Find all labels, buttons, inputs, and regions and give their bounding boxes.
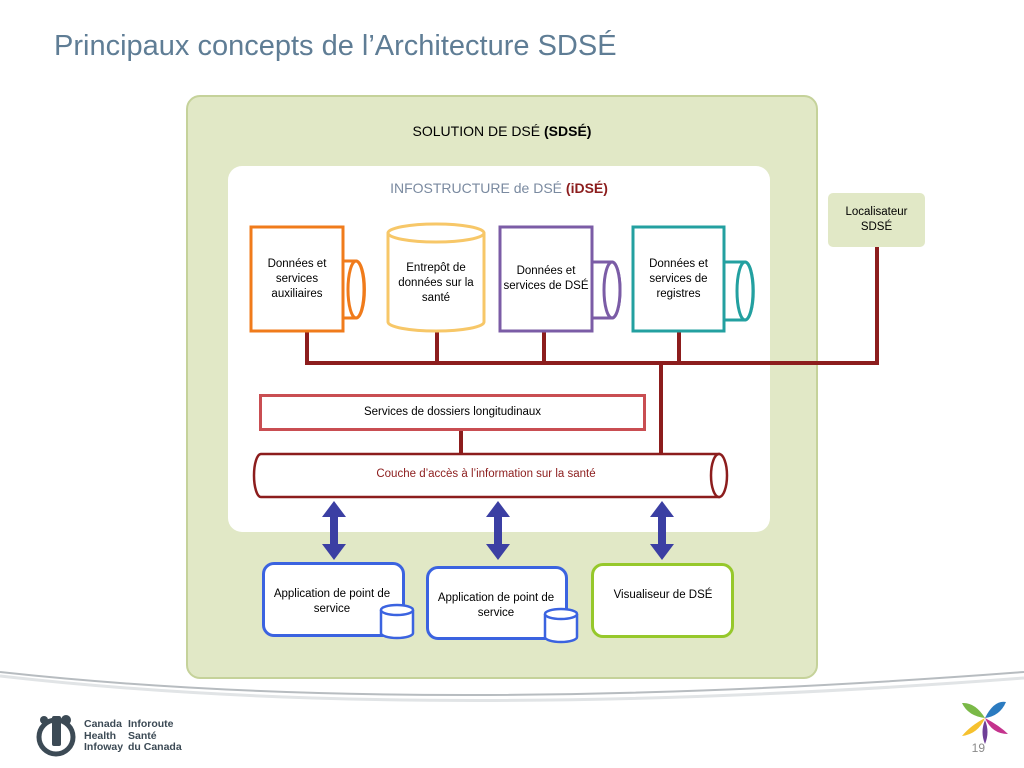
solution-label: SOLUTION DE DSÉ (SDSÉ)	[412, 123, 592, 139]
page-number: 19	[971, 741, 985, 755]
aux-services-label: Données et services auxiliaires	[267, 257, 327, 300]
pos-application-2-label: Application de point de service	[437, 592, 555, 619]
infoway-logo-icon	[36, 715, 76, 757]
double-arrow-1	[322, 501, 346, 560]
connector-lines	[305, 247, 879, 457]
locator-box: Localisateur SDSÉ	[828, 193, 925, 247]
locator-label: Localisateur SDSÉ	[845, 206, 908, 233]
pos-application-1-label: Application de point de service	[273, 588, 391, 615]
ehr-services-node	[498, 225, 622, 333]
warehouse-node	[386, 222, 486, 333]
logo-text-french: Inforoute Santé du Canada	[128, 718, 182, 753]
ehr-viewer-label: Visualiseur de DSÉ	[613, 589, 713, 601]
pos-application-2: Application de point de service	[426, 566, 568, 640]
registry-services-label: Données et services de registres	[649, 257, 708, 300]
access-layer-label: Couche d’accès à l’information sur la sa…	[376, 468, 596, 480]
ehr-services-label: Données et services de DSÉ	[503, 265, 589, 292]
warehouse-label: Entrepôt de données sur la santé	[398, 261, 474, 304]
double-arrow-3	[650, 501, 674, 560]
arrows	[322, 501, 674, 560]
double-arrow-2	[486, 501, 510, 560]
access-layer-node	[252, 452, 729, 499]
ehr-viewer: Visualiseur de DSÉ	[591, 563, 734, 638]
longitudinal-services-box: Services de dossiers longitudinaux	[259, 394, 646, 431]
infostructure-label: INFOSTRUCTURE de DSÉ (iDSÉ)	[390, 180, 608, 196]
footer-swoosh	[0, 671, 1024, 696]
slide-title: Principaux concepts de l’Architecture SD…	[54, 30, 617, 62]
longitudinal-services-label: Services de dossiers longitudinaux	[363, 406, 542, 418]
database-icon-1	[379, 603, 415, 640]
logo-text-english: Canada Health Infoway	[84, 718, 124, 753]
registry-services-node	[631, 225, 755, 333]
flower-logo-icon	[962, 701, 1008, 744]
aux-services-node	[249, 225, 366, 333]
database-icon-2	[543, 607, 579, 644]
